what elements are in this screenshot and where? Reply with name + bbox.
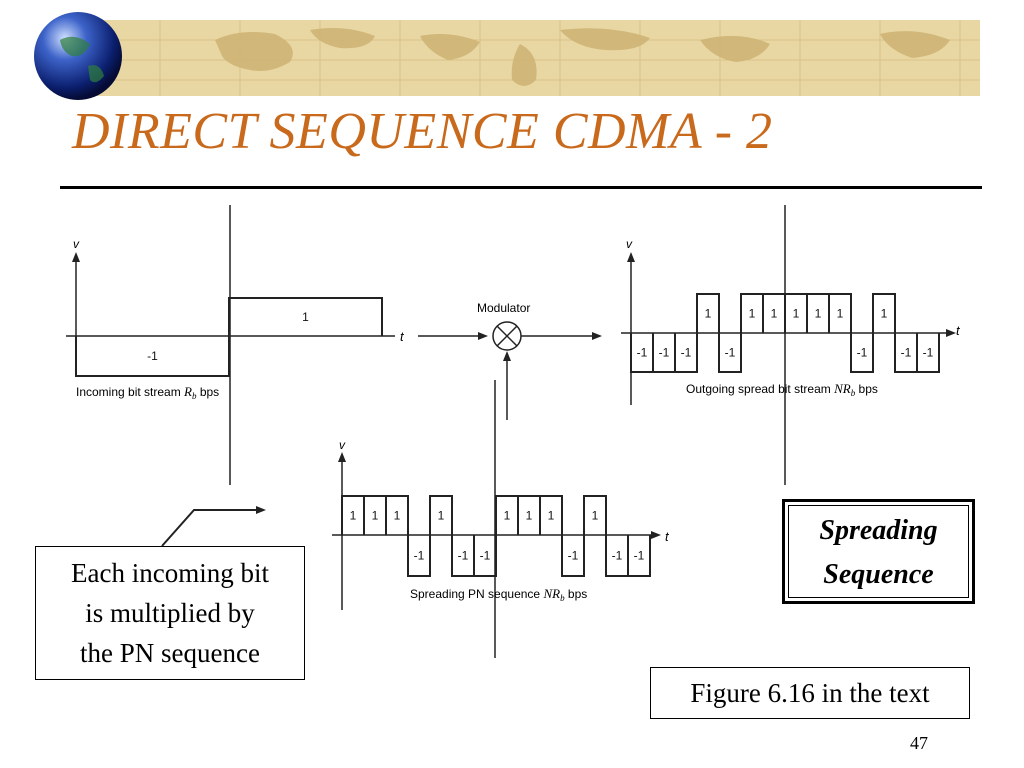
outgoing-chip-label: -1	[659, 346, 670, 360]
spreading-line-2: Sequence	[823, 559, 934, 590]
multiplication-callout: Each incoming bit is multiplied by the P…	[35, 546, 305, 680]
page-number: 47	[910, 733, 928, 753]
outgoing-caption: Outgoing spread bit stream NRb bps	[686, 381, 878, 398]
pn-chip-label: 1	[592, 509, 599, 523]
pn-caption-symbol: NR	[542, 586, 560, 601]
pn-chip-label: -1	[458, 549, 469, 563]
pn-chip-label: 1	[350, 509, 357, 523]
outgoing-chip-label: 1	[771, 307, 778, 321]
incoming-caption-suffix: bps	[197, 385, 220, 399]
outgoing-chip-label: -1	[637, 346, 648, 360]
incoming-v-arrow	[72, 252, 80, 262]
callout-connector-arrow	[256, 506, 266, 514]
pn-caption: Spreading PN sequence NRb bps	[410, 586, 587, 603]
pn-caption-sub: b	[560, 593, 565, 603]
header-banner	[34, 12, 980, 100]
pn-chip-label: 1	[438, 509, 445, 523]
outgoing-chip-label: -1	[857, 346, 868, 360]
map-continents	[215, 28, 950, 86]
outgoing-chip-label: -1	[681, 346, 692, 360]
outgoing-chip-label: -1	[923, 346, 934, 360]
outgoing-chip-label: 1	[815, 307, 822, 321]
globe-land	[60, 36, 104, 83]
pn-chip-label: -1	[612, 549, 623, 563]
callout-connector	[161, 509, 258, 547]
pn-t-label: t	[665, 529, 670, 544]
pn-chip-label: -1	[480, 549, 491, 563]
outgoing-chip-label: 1	[705, 307, 712, 321]
outgoing-t-label: t	[956, 323, 961, 338]
spreading-line-1: Spreading	[819, 515, 938, 546]
pn-chip-label: -1	[634, 549, 645, 563]
callout-line-2: is multiplied by	[85, 598, 255, 628]
pn-chip-label: 1	[504, 509, 511, 523]
incoming-caption-sub: b	[192, 391, 197, 401]
outgoing-caption-suffix: bps	[855, 382, 878, 396]
pn-chip-label: 1	[372, 509, 379, 523]
callout-line-1: Each incoming bit	[71, 558, 269, 588]
modulator-label: Modulator	[477, 301, 530, 315]
outgoing-v-arrow	[627, 252, 635, 262]
incoming-caption-symbol: R	[183, 384, 192, 399]
spreading-sequence-inner: Spreading Sequence	[788, 505, 969, 598]
mod-input-arrow	[478, 332, 488, 340]
incoming-chip-label: -1	[147, 349, 158, 363]
pn-t-arrow	[651, 531, 661, 539]
pn-chip-label: 1	[526, 509, 533, 523]
incoming-t-label: t	[400, 329, 405, 344]
outgoing-chip-label: -1	[725, 346, 736, 360]
outgoing-chip-label: 1	[749, 307, 756, 321]
pn-chip-label: 1	[548, 509, 555, 523]
pn-v-label: v	[339, 438, 346, 452]
slide-title: DIRECT SEQUENCE CDMA - 2	[72, 103, 773, 160]
pn-chip-label: 1	[394, 509, 401, 523]
incoming-caption-prefix: Incoming bit stream	[76, 385, 184, 399]
outgoing-caption-sub: b	[851, 388, 856, 398]
incoming-v-label: v	[73, 237, 80, 251]
pn-chip-label: -1	[568, 549, 579, 563]
incoming-chip-label: 1	[302, 310, 309, 324]
pn-caption-suffix: bps	[565, 587, 588, 601]
mod-output-arrow	[592, 332, 602, 340]
pn-v-arrow	[338, 452, 346, 462]
modulator-cross-b	[496, 325, 518, 347]
outgoing-caption-prefix: Outgoing spread bit stream	[686, 382, 834, 396]
callout-line-3: the PN sequence	[80, 638, 260, 668]
outgoing-chip-label: 1	[793, 307, 800, 321]
incoming-caption: Incoming bit stream Rb bps	[76, 384, 219, 401]
outgoing-chip-label: 1	[837, 307, 844, 321]
pn-waveform	[341, 495, 651, 577]
outgoing-v-label: v	[626, 237, 633, 251]
pn-feed-arrow	[503, 351, 511, 361]
pn-caption-prefix: Spreading PN sequence	[410, 587, 543, 601]
incoming-waveform	[75, 297, 383, 377]
spreading-sequence-box: Spreading Sequence	[782, 499, 975, 604]
outgoing-caption-symbol: NR	[833, 381, 851, 396]
outgoing-t-arrow	[946, 329, 956, 337]
title-underline	[60, 186, 982, 189]
outgoing-chip-label: 1	[881, 307, 888, 321]
figure-caption: Figure 6.16 in the text	[650, 667, 970, 719]
outgoing-chip-label: -1	[901, 346, 912, 360]
pn-chip-label: -1	[414, 549, 425, 563]
